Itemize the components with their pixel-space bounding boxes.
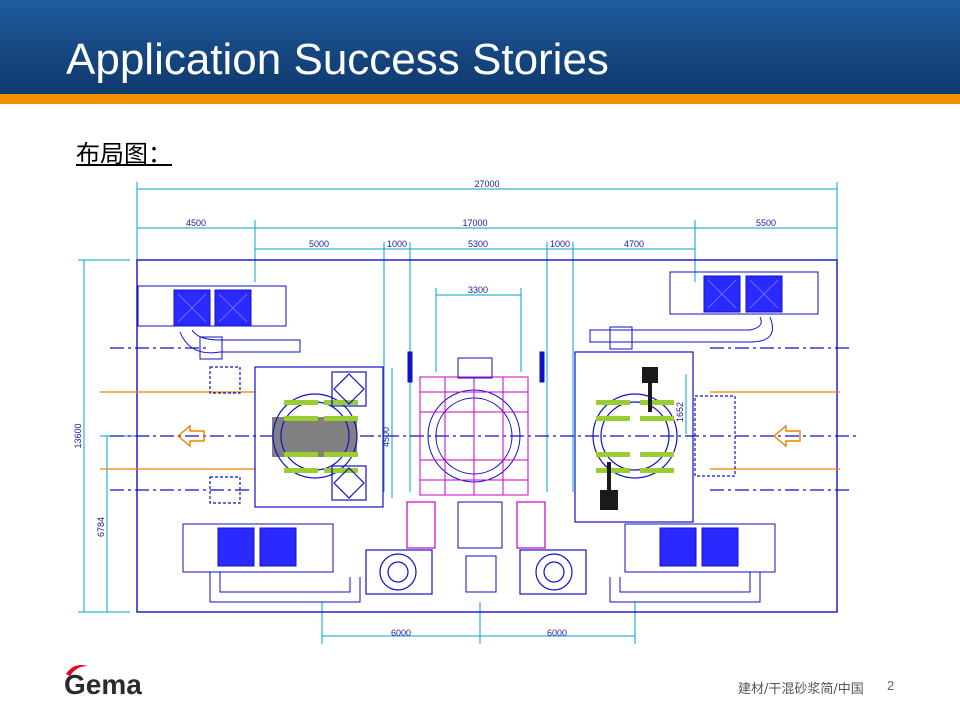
layout-subtitle: 布局图： [76, 140, 172, 168]
dim-bottom-right: 6000 [547, 628, 567, 638]
dim-middle-section: 17000 [462, 218, 487, 228]
gema-logo: Gema [64, 665, 142, 700]
flow-arrow-right [772, 424, 801, 448]
bottom-right-filter-unit [609, 523, 776, 603]
bottom-left-filter-unit [182, 523, 361, 603]
robot-arm-bottom [600, 462, 618, 510]
page-number: 2 [887, 678, 895, 693]
dim-sub-2: 1000 [387, 239, 407, 249]
left-exhaust-fan [365, 501, 436, 595]
dim-right-section: 5500 [756, 218, 776, 228]
header-accent-stripe [0, 94, 960, 104]
footer-note: 建材/干混砂浆简/中国 [738, 682, 864, 697]
flow-arrow-left [176, 424, 205, 448]
dim-sub-1: 5000 [309, 239, 329, 249]
dim-sub-4: 1000 [550, 239, 570, 249]
dim-height-total: 13600 [73, 423, 83, 448]
dim-height-lower: 6784 [96, 517, 106, 537]
dim-inner: 3300 [468, 285, 488, 295]
dimension-lines [78, 182, 838, 644]
robot-arm-top [642, 367, 658, 412]
dim-right-inner: 1652 [675, 402, 685, 422]
dim-sub-3: 5300 [468, 239, 488, 249]
gema-logo-swoosh-icon [66, 665, 88, 676]
top-right-filter-unit [589, 271, 819, 350]
right-exhaust-fan [516, 501, 587, 595]
dim-bottom-left: 6000 [391, 628, 411, 638]
left-spray-booth [209, 366, 384, 508]
right-spray-booth [574, 351, 736, 523]
dim-booth-height: 4500 [381, 427, 391, 447]
conveyor-lines [100, 347, 860, 491]
dim-sub-5: 4700 [624, 239, 644, 249]
dim-total: 27000 [474, 179, 499, 189]
svg-text:Gema: Gema [64, 669, 142, 700]
header-bar [0, 0, 960, 94]
layout-diagram: 27000 4500 17000 5500 5000 1000 5300 100… [73, 179, 860, 644]
slide-title: Application Success Stories [66, 35, 609, 84]
central-powder-booth [407, 351, 545, 496]
powder-feed-center [457, 501, 503, 593]
top-left-filter-unit [137, 285, 301, 360]
dim-left-section: 4500 [186, 218, 206, 228]
